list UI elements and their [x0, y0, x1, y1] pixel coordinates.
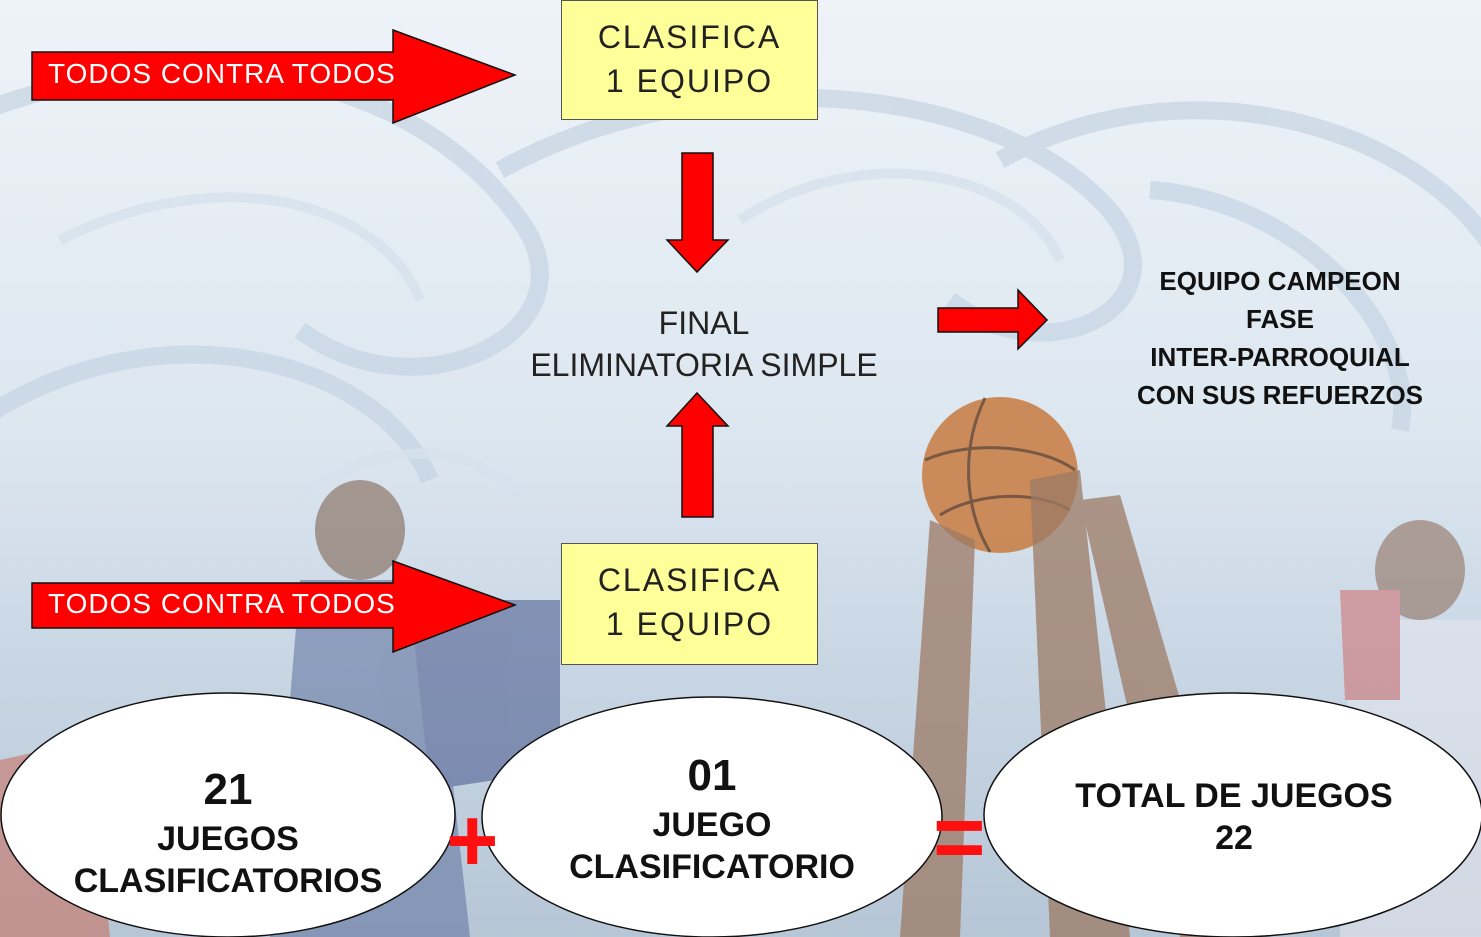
- oval1-line1: JUEGOS: [157, 820, 299, 858]
- champion-line3: INTER-PARROQUIAL: [1150, 342, 1410, 372]
- champion-line4: CON SUS REFUERZOS: [1136, 380, 1424, 410]
- up-arrow: [665, 391, 730, 518]
- classify-box-bottom-line1: CLASIFICA: [597, 562, 782, 598]
- final-line2: ELIMINATORIA SIMPLE: [530, 347, 878, 383]
- oval1-number: 21: [203, 765, 253, 814]
- oval3-line1: TOTAL DE JUEGOS: [1075, 777, 1393, 815]
- champion-label: EQUIPO CAMPEON FASE INTER-PARROQUIAL CON…: [1060, 262, 1481, 414]
- oval3-line2: 22: [1215, 819, 1253, 857]
- arrow-label-bottom: TODOS CONTRA TODOS: [48, 588, 396, 619]
- champion-line2: FASE: [1246, 304, 1314, 334]
- oval-total-games: [983, 692, 1481, 937]
- oval3-text: TOTAL DE JUEGOS 22: [1020, 775, 1448, 859]
- oval2-text: 01 JUEGO CLASIFICATORIO: [522, 748, 902, 888]
- oval2-number: 01: [687, 751, 737, 800]
- oval2-line2: CLASIFICATORIO: [569, 848, 855, 886]
- classify-box-top: CLASIFICA 1 EQUIPO: [561, 0, 818, 120]
- arrow-label-top: TODOS CONTRA TODOS: [48, 58, 396, 89]
- right-arrow-top: [31, 28, 518, 125]
- oval1-line2: CLASIFICATORIOS: [73, 862, 383, 900]
- final-line1: FINAL: [658, 305, 750, 341]
- classify-box-top-line2: 1 EQUIPO: [605, 63, 774, 99]
- classify-box-top-line1: CLASIFICA: [597, 19, 782, 55]
- plus-operator: +: [446, 791, 499, 891]
- classify-box-bottom-line2: 1 EQUIPO: [605, 606, 774, 642]
- down-arrow: [665, 152, 730, 274]
- oval-qualifying-games: [0, 692, 456, 937]
- oval-qualifying-game: [481, 696, 943, 937]
- final-label: FINAL ELIMINATORIA SIMPLE: [470, 302, 938, 386]
- oval1-text: 21 JUEGOS CLASIFICATORIOS: [40, 762, 416, 902]
- right-arrow-final: [937, 288, 1049, 351]
- oval2-line1: JUEGO: [652, 806, 772, 844]
- champion-line1: EQUIPO CAMPEON: [1159, 266, 1401, 296]
- right-arrow-bottom: [31, 559, 518, 654]
- classify-box-bottom: CLASIFICA 1 EQUIPO: [561, 543, 818, 665]
- equals-operator: =: [933, 788, 986, 888]
